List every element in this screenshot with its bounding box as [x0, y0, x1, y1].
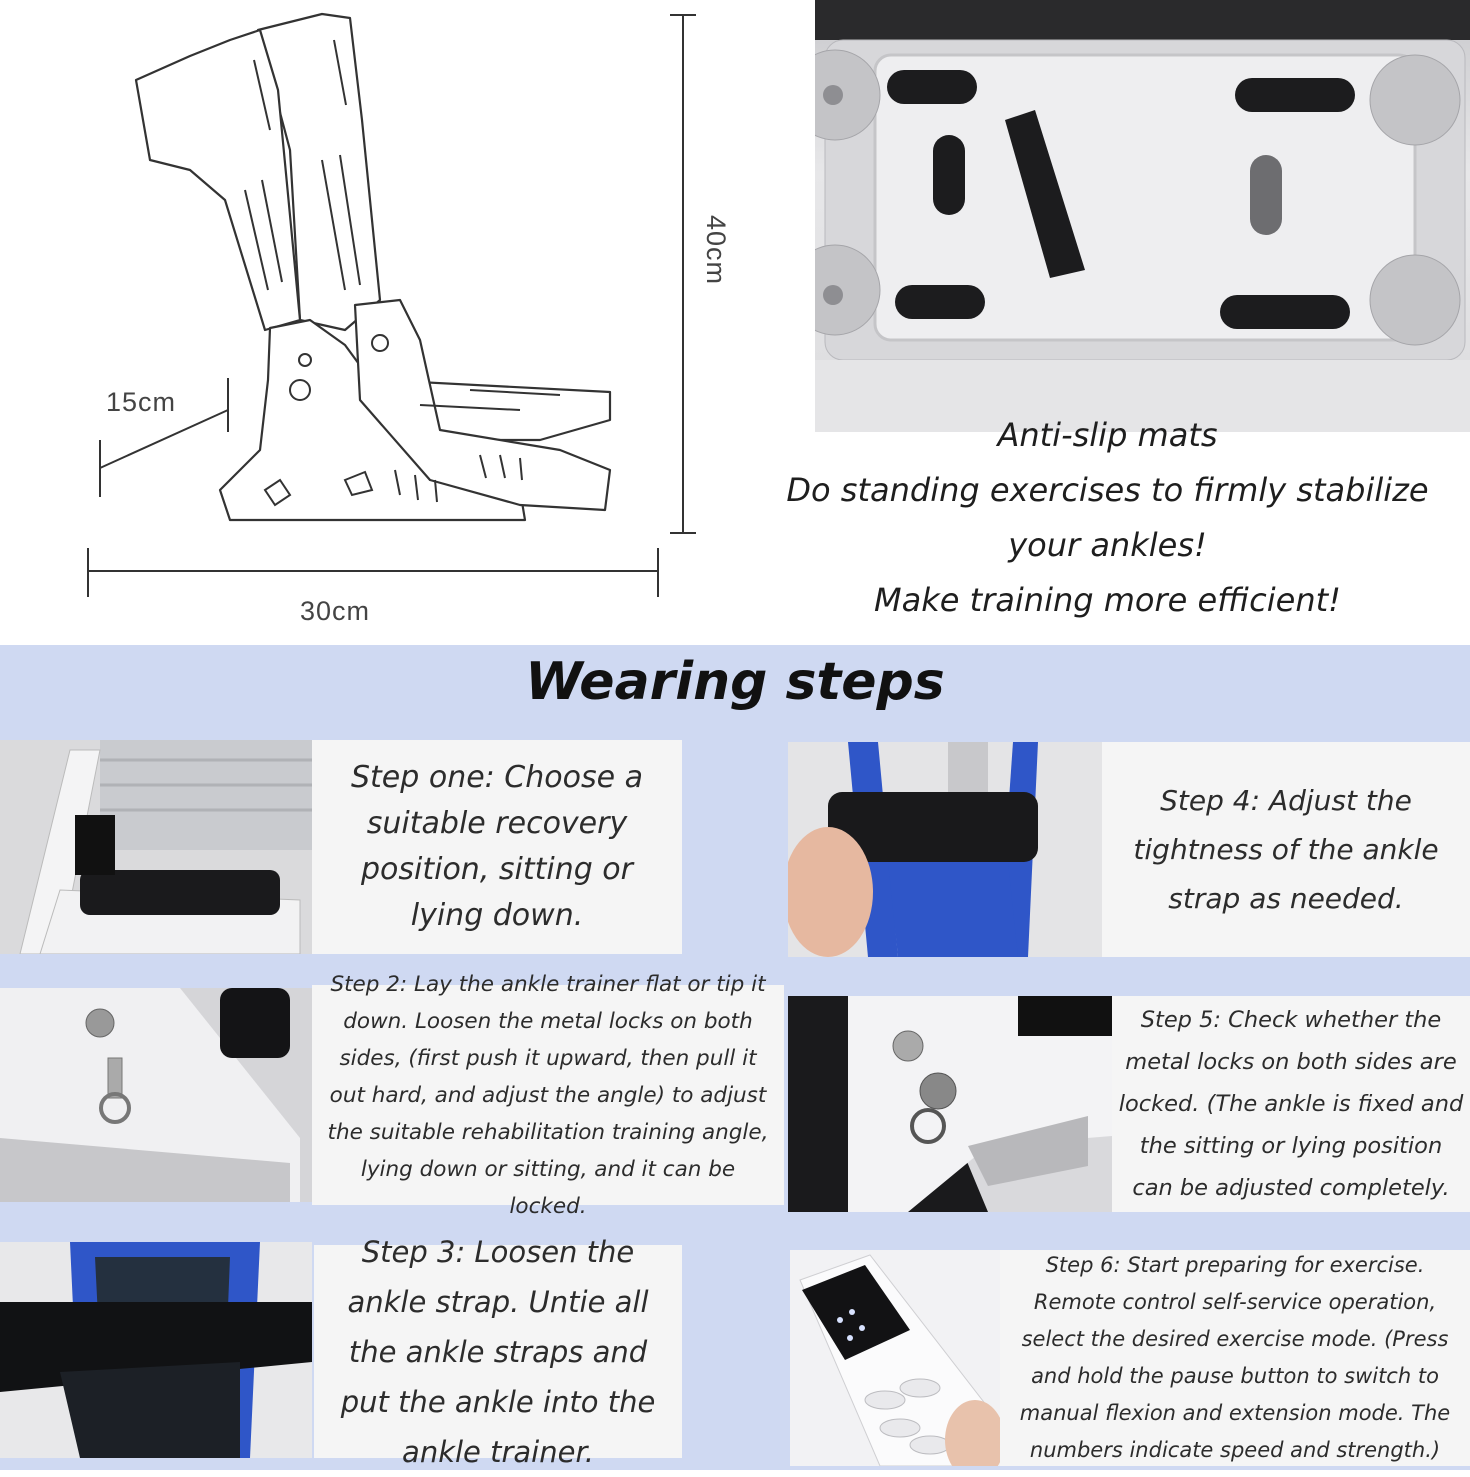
- anti-slip-line-2: your ankles!: [1008, 526, 1207, 564]
- depth-label: 15cm: [106, 387, 177, 417]
- width-label: 30cm: [300, 596, 371, 626]
- step-4-text: Step 4: Adjust the tightness of the ankl…: [1102, 742, 1470, 957]
- ankle-trainer-diagram: [87, 12, 696, 597]
- anti-slip-line-1: Do standing exercises to firmly stabiliz…: [786, 471, 1429, 509]
- anti-slip-title: Anti-slip mats: [997, 416, 1218, 454]
- step-3-photo: [0, 1242, 312, 1458]
- anti-slip-line-3: Make training more efficient!: [873, 581, 1341, 619]
- step-1-text: Step one: Choose a suitable recovery pos…: [312, 740, 682, 954]
- metal-base-plate-graphic: [815, 0, 1470, 432]
- step-3-text: Step 3: Loosen the ankle strap. Untie al…: [314, 1235, 682, 1469]
- step-6-text: Step 6: Start preparing for exercise. Re…: [1000, 1250, 1470, 1466]
- step-4-photo: [788, 742, 1102, 957]
- step-2-photo: [0, 988, 312, 1202]
- anti-slip-mats-photo: [815, 0, 1470, 432]
- step-2-text: Step 2: Lay the ankle trainer flat or ti…: [312, 972, 784, 1219]
- wearing-steps-title: Wearing steps: [525, 652, 945, 712]
- step-1-photo: [0, 740, 312, 954]
- height-label: 40cm: [701, 215, 731, 286]
- step-5-photo: [788, 996, 1112, 1212]
- step-5-text: Step 5: Check whether the metal locks on…: [1112, 996, 1470, 1212]
- step-6-photo: [790, 1250, 1002, 1466]
